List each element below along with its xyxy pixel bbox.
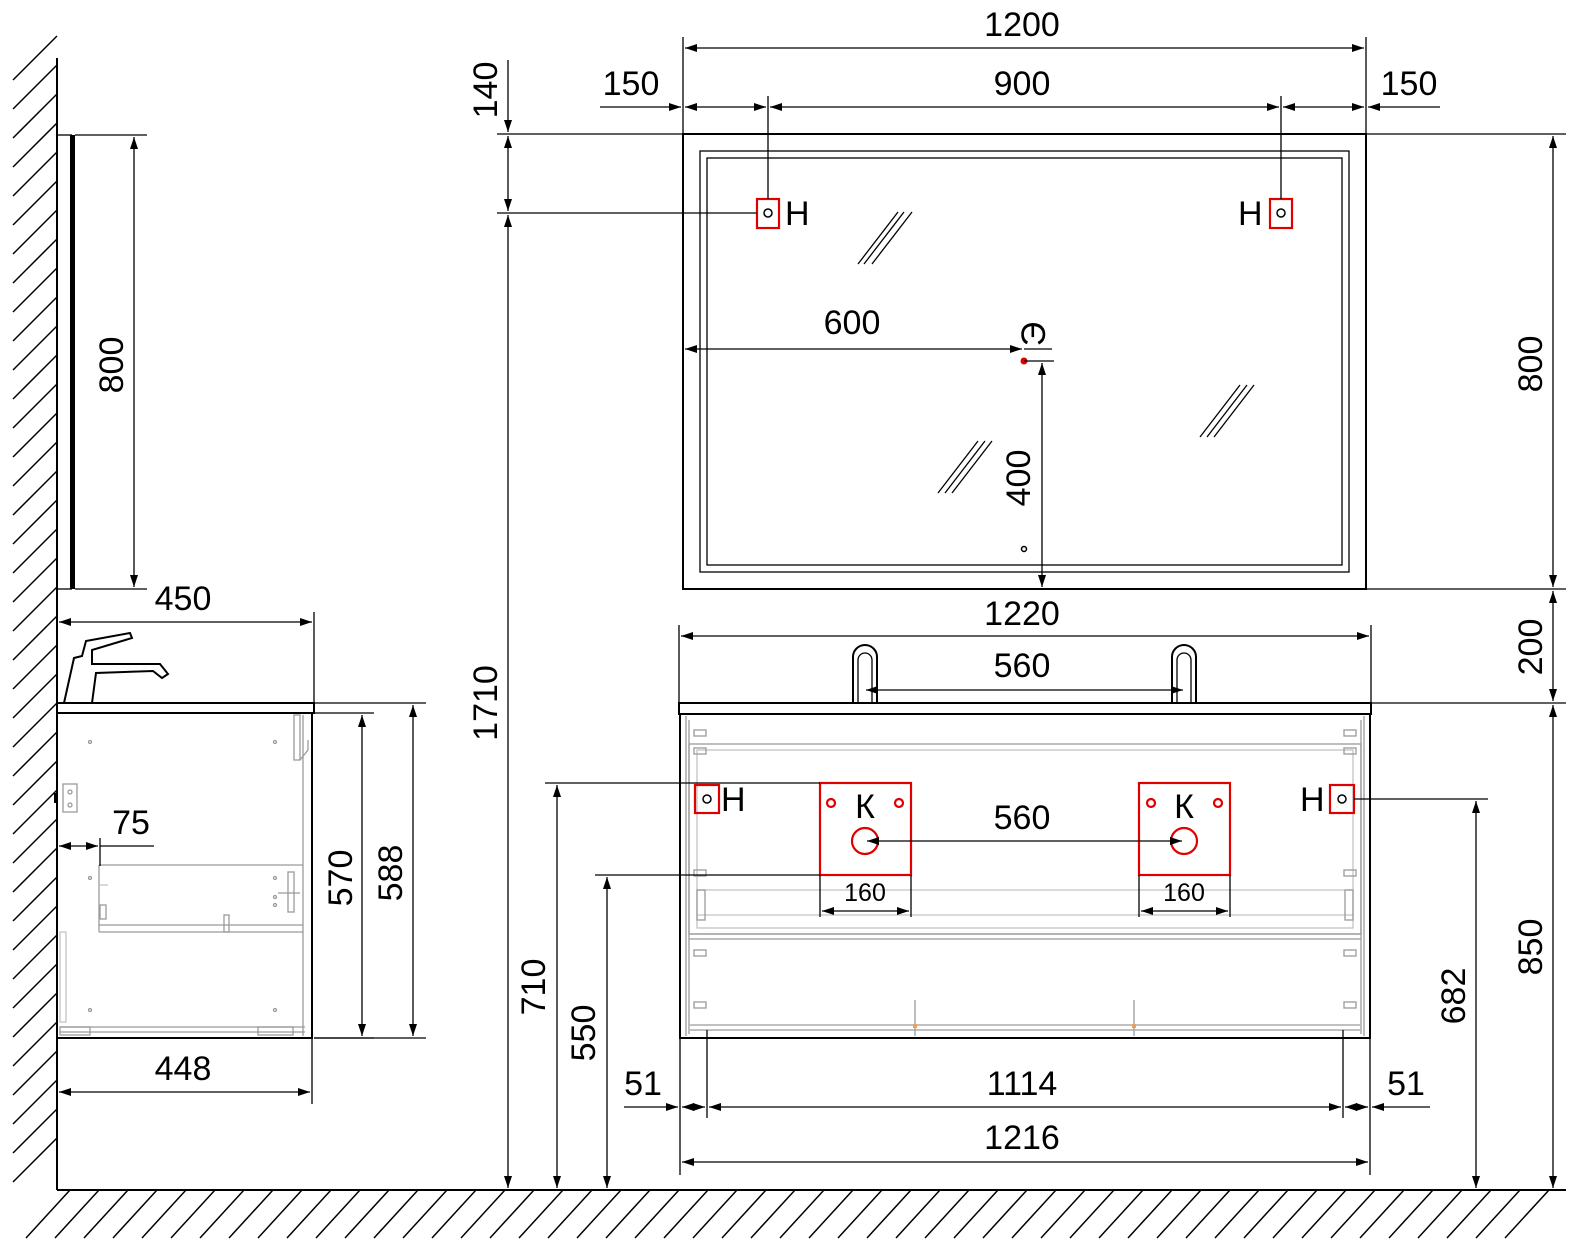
dim-inner-width: 1114 (987, 1065, 1058, 1103)
mirror-sensor (1020, 545, 1028, 553)
faucet-right (1171, 644, 1197, 703)
cabinet-countertop (678, 702, 1372, 715)
dim-mirror-mount-height: 1710 (467, 665, 505, 741)
side-view (54, 134, 315, 1039)
svg-text:Н: Н (721, 781, 746, 819)
faucet-left (852, 644, 878, 703)
dim-water-spacing-left: 160 (844, 879, 886, 907)
dim-side-depth-bottom: 448 (155, 1050, 212, 1088)
mirror-mount-left: Н (755, 195, 810, 233)
dim-countertop-width: 1220 (984, 595, 1060, 633)
dim-water-spacing-right: 160 (1163, 879, 1205, 907)
dim-mirror-mount-top: 140 (467, 62, 505, 119)
dim-mirror-mount-spacing: 900 (994, 65, 1051, 103)
dim-side-inner-offset: 75 (112, 804, 150, 842)
cabinet-dimensions: 1220 560 560 160 160 710 550 682 (515, 595, 1488, 1188)
mirror-front: Н Н Э (682, 133, 1367, 590)
dim-cabinet-width: 1216 (984, 1119, 1060, 1157)
socket-marker: Э (1015, 322, 1054, 365)
dim-socket-vertical: 400 (1000, 450, 1038, 507)
mirror-mount-right: Н (1238, 195, 1294, 233)
side-cabinet (56, 712, 313, 1039)
svg-text:Н: Н (1300, 781, 1325, 819)
dim-side-mount-height: 682 (1435, 968, 1473, 1025)
cabinet-body (679, 713, 1371, 1039)
water-connection-left: К (818, 781, 913, 877)
mirror-dimensions: 1200 150 900 150 140 1710 600 400 800 (467, 6, 1566, 1188)
side-countertop (56, 702, 315, 714)
cabinet-front: Н Н К К (678, 644, 1372, 1039)
cabinet-mount-right: Н (1300, 781, 1356, 819)
dim-socket-horizontal: 600 (824, 304, 881, 342)
mirror-side-profile (70, 135, 75, 589)
dim-drain-height: 550 (565, 1005, 603, 1062)
svg-text:Э: Э (1015, 322, 1053, 346)
mirror-frame (682, 133, 1367, 590)
dim-side-depth-top: 450 (155, 580, 212, 618)
dim-mirror-width: 1200 (984, 6, 1060, 44)
faucet-side (63, 631, 170, 704)
dim-mirror-left-offset: 150 (603, 65, 660, 103)
floor (25, 1189, 1566, 1239)
dim-side-height-588: 588 (372, 845, 410, 902)
dim-side-height-570: 570 (322, 850, 360, 907)
dim-cabinet-mount-height: 710 (515, 959, 553, 1016)
svg-text:К: К (1174, 788, 1194, 826)
dim-side-offset-right: 51 (1387, 1065, 1425, 1103)
svg-text:Н: Н (785, 195, 810, 233)
svg-text:К: К (855, 788, 875, 826)
dim-side-mirror-height: 800 (93, 337, 131, 394)
dim-faucet-spacing: 560 (994, 647, 1051, 685)
dim-gap-mirror-sink: 200 (1512, 619, 1550, 676)
dim-drain-spacing: 560 (994, 799, 1051, 837)
svg-text:Н: Н (1238, 195, 1263, 233)
dim-mirror-right-offset: 150 (1381, 65, 1438, 103)
cabinet-mount-left: Н (693, 781, 746, 819)
dim-mirror-height: 800 (1512, 336, 1550, 393)
water-connection-right: К (1137, 781, 1232, 877)
dim-top-height: 850 (1512, 919, 1550, 976)
side-dimensions: 800 450 75 570 588 448 (59, 134, 426, 1104)
wall (12, 35, 58, 1190)
dim-side-offset-left: 51 (624, 1065, 662, 1103)
